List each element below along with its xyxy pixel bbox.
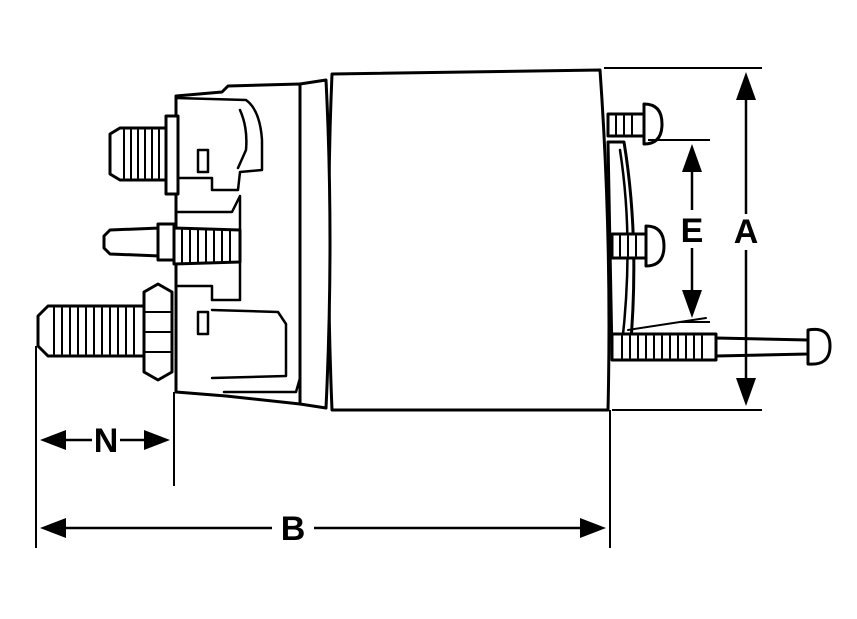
- arrowhead-n-right: [144, 430, 170, 450]
- small-spade-terminal: [102, 222, 242, 266]
- dimension-n: N: [35, 346, 175, 548]
- upper-terminal-stud: [108, 114, 180, 196]
- dimension-label-n: N: [94, 422, 119, 460]
- dimension-e: E: [648, 139, 710, 323]
- arrowhead-n-left: [40, 430, 66, 450]
- arrowhead-e-bottom: [682, 290, 702, 318]
- plunger-rod: [610, 317, 832, 366]
- arrowhead-a-bottom: [736, 378, 756, 406]
- middle-mounting-screw: [610, 224, 666, 268]
- dimension-a: A: [604, 67, 762, 411]
- arrowhead-b-right: [580, 518, 606, 538]
- solenoid-body: [327, 68, 611, 412]
- arrowhead-b-left: [40, 518, 66, 538]
- dimension-label-b: B: [281, 510, 306, 548]
- upper-mounting-screw: [606, 102, 664, 146]
- arrowhead-a-top: [736, 72, 756, 100]
- dimension-label-a: A: [734, 213, 759, 251]
- arrowhead-e-top: [682, 144, 702, 172]
- dimension-label-e: E: [681, 212, 704, 250]
- dimension-b: B: [40, 410, 611, 548]
- lower-terminal-stud: [36, 282, 174, 382]
